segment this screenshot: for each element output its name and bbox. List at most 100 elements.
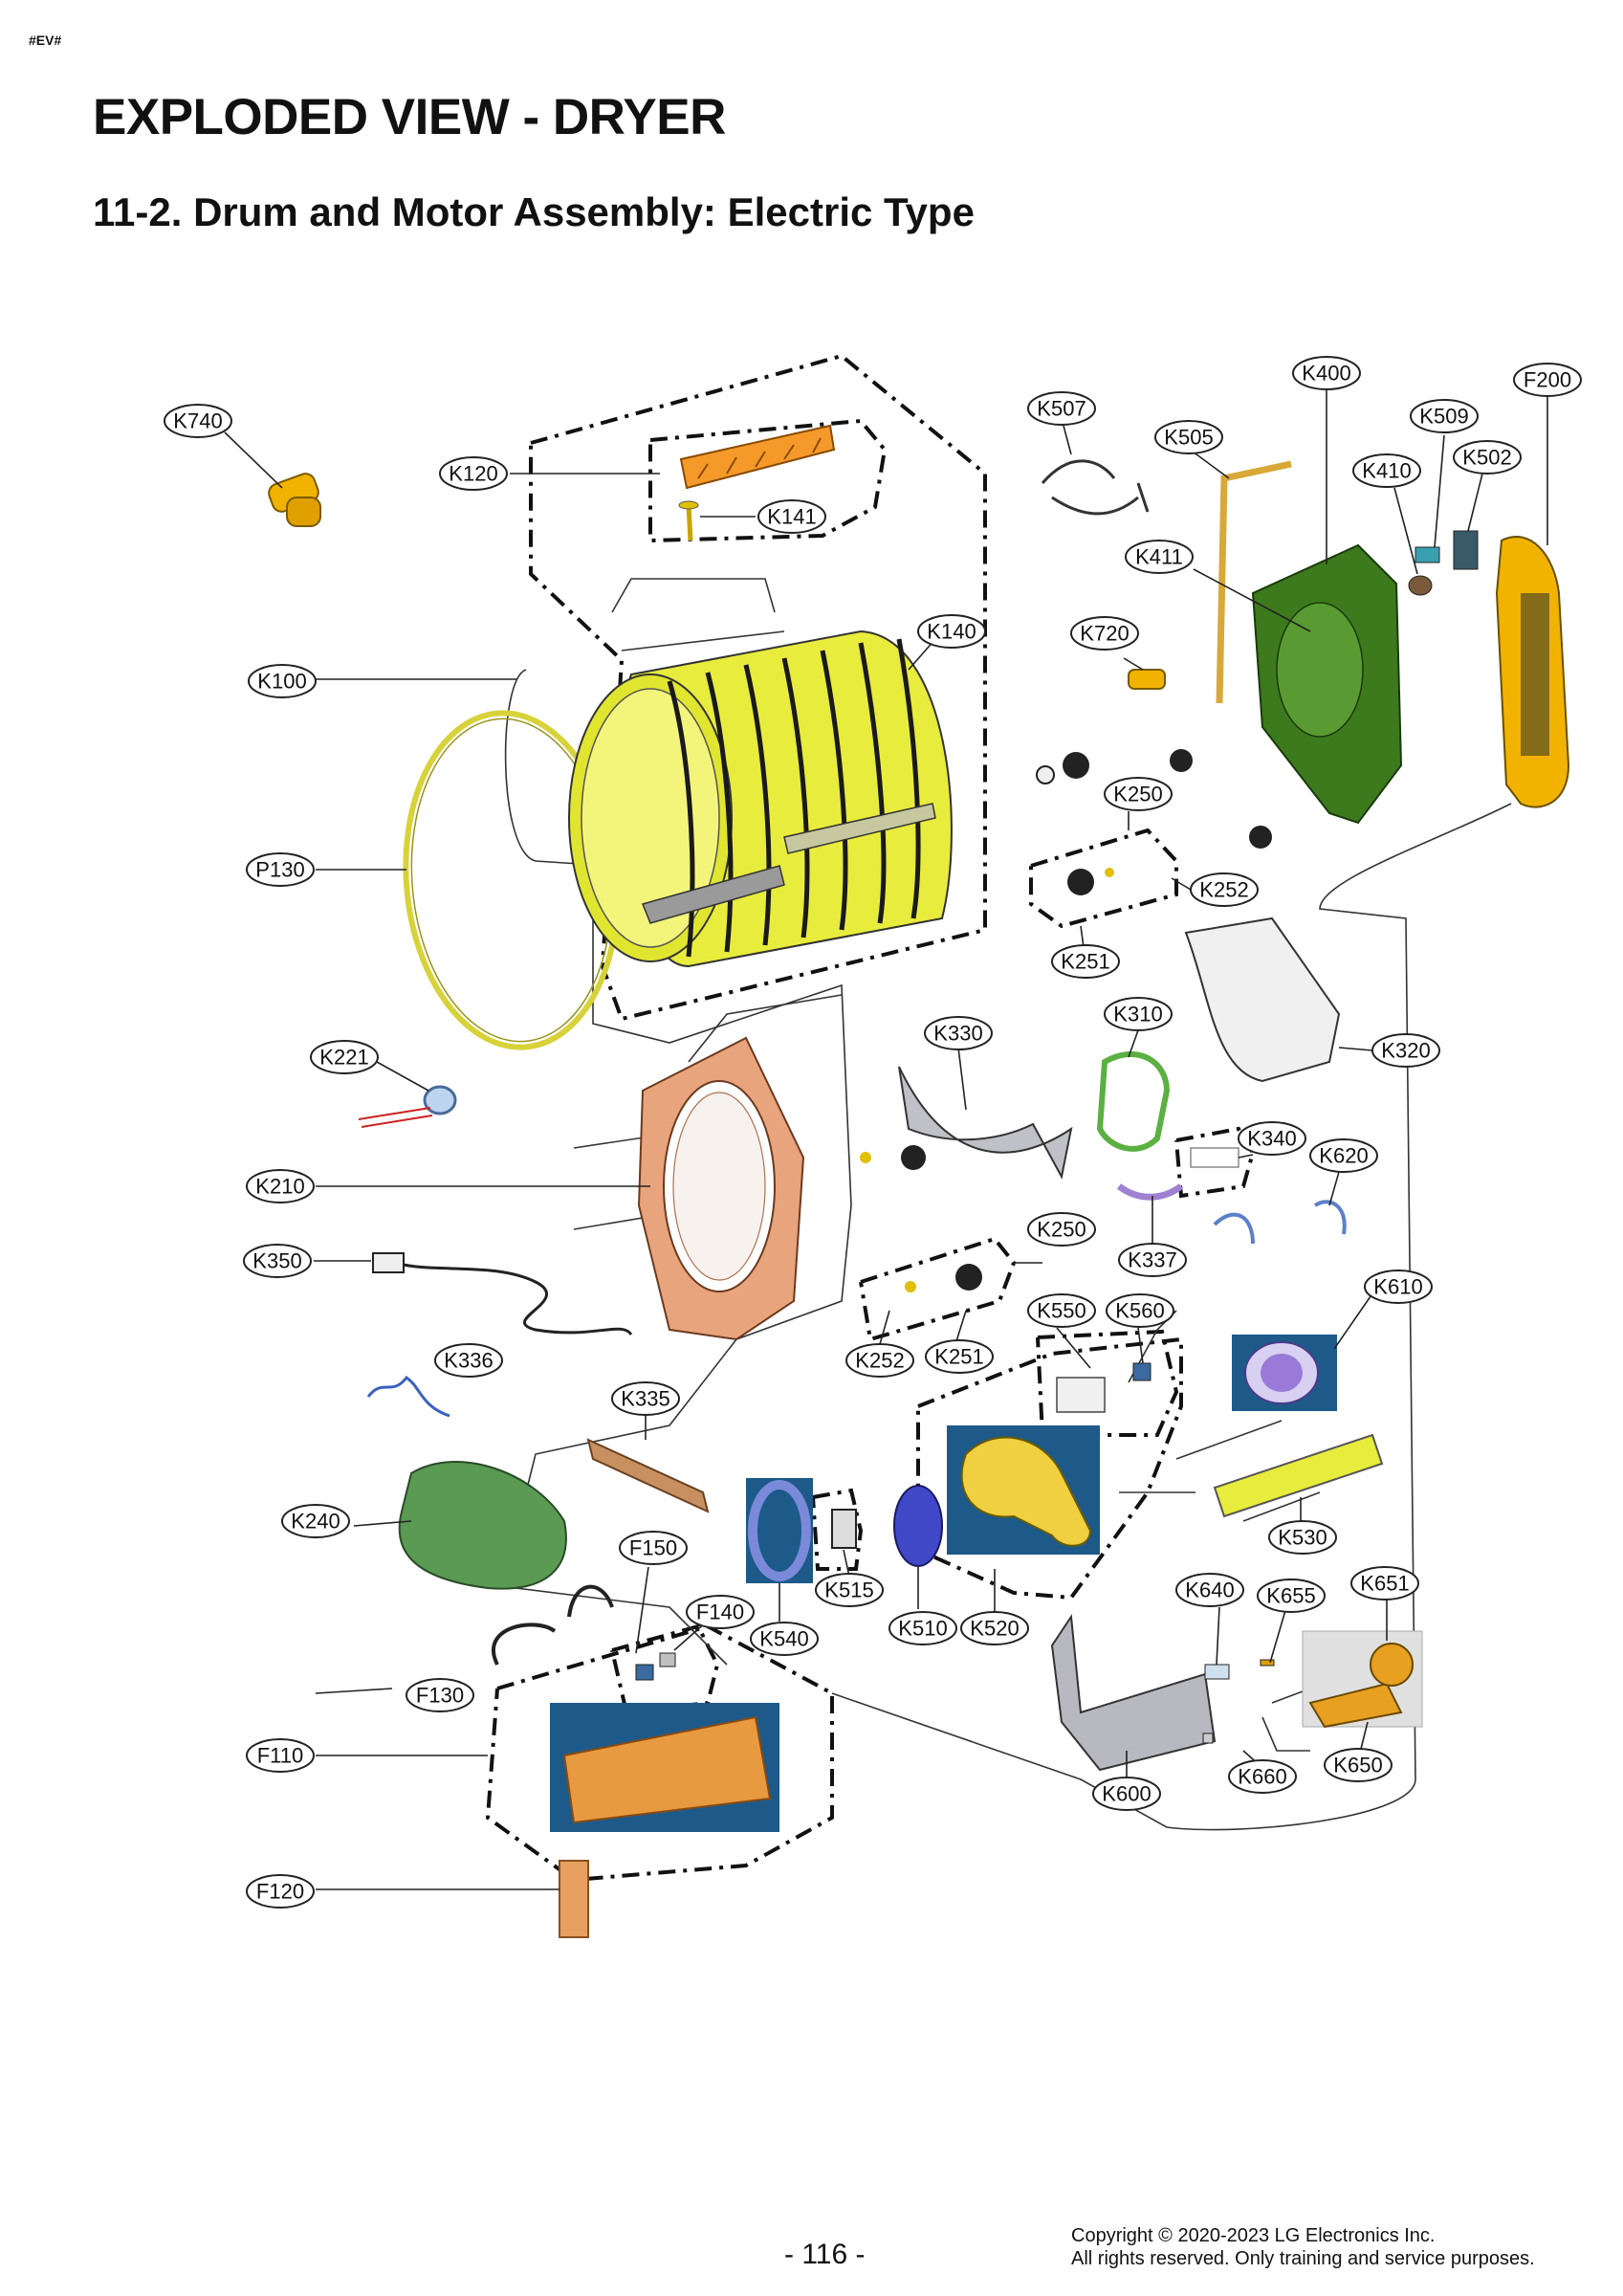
heater-bracket-part — [559, 1860, 589, 1938]
blower-washer-part — [831, 1509, 857, 1549]
heater-assembly-boundary — [485, 1623, 834, 1883]
callout-k251-upper: K251 — [1051, 944, 1120, 979]
callout-k100: K100 — [248, 664, 317, 698]
thermistor-part — [1415, 546, 1440, 563]
front-duct-part — [398, 1461, 567, 1590]
sensor-part — [1408, 575, 1433, 596]
callout-label: K507 — [1037, 397, 1086, 421]
callout-k350: K350 — [243, 1244, 312, 1278]
idler-spring-part — [1202, 1733, 1214, 1744]
callout-label: K560 — [1115, 1299, 1164, 1323]
callout-k509: K509 — [1410, 399, 1479, 433]
leader-lines — [224, 387, 1548, 1890]
callout-label: F200 — [1524, 368, 1571, 392]
callout-label: K140 — [927, 620, 976, 644]
callout-label: K520 — [970, 1617, 1019, 1641]
copyright-notice: Copyright © 2020-2023 LG Electronics Inc… — [1071, 2224, 1535, 2270]
motor-base-part — [1050, 1614, 1217, 1772]
callout-label: K350 — [252, 1249, 301, 1273]
callout-f110: F110 — [246, 1738, 315, 1773]
callout-label: K330 — [933, 1022, 982, 1046]
callout-k240: K240 — [281, 1504, 350, 1538]
blower-wheel-part — [893, 1485, 943, 1567]
callout-label: K411 — [1135, 545, 1183, 569]
exhaust-duct-part — [1495, 536, 1570, 808]
spring-part — [366, 1375, 450, 1418]
callout-k250-lower: K250 — [1027, 1212, 1096, 1247]
routing-lines — [504, 578, 1512, 1831]
callout-k221: K221 — [310, 1040, 379, 1074]
callout-label: K610 — [1373, 1275, 1422, 1299]
callout-label: K337 — [1128, 1248, 1176, 1272]
lint-guide-part — [586, 1438, 710, 1513]
callout-label: K252 — [855, 1349, 904, 1373]
callout-k410: K410 — [1352, 453, 1421, 488]
callout-k310: K310 — [1104, 997, 1173, 1031]
callout-label: K120 — [449, 462, 497, 486]
callout-k507: K507 — [1027, 391, 1096, 426]
callout-label: K251 — [934, 1345, 983, 1369]
wire-harness-part — [372, 1252, 633, 1336]
blower-seal-part — [746, 1478, 813, 1583]
filter-ring-boundary — [811, 1488, 864, 1571]
callout-label: K650 — [1333, 1754, 1382, 1777]
callout-label: K655 — [1266, 1584, 1315, 1608]
idler-assembly-part — [1302, 1630, 1423, 1729]
drum-part — [568, 629, 953, 968]
thermostat-part — [635, 1664, 654, 1681]
callout-f130: F130 — [406, 1678, 474, 1712]
callout-k252-lower: K252 — [845, 1343, 914, 1378]
callout-f120: F120 — [246, 1874, 315, 1909]
filter-handle-part — [1116, 1183, 1184, 1201]
page-number: - 116 - — [784, 2239, 866, 2270]
callout-k141: K141 — [757, 499, 826, 534]
roller-kit-upper-boundary — [1029, 828, 1178, 929]
callout-k400: K400 — [1292, 356, 1361, 390]
callout-label: K530 — [1278, 1526, 1327, 1550]
copyright-line: Copyright © 2020-2023 LG Electronics Inc… — [1071, 2225, 1436, 2246]
callout-k540: K540 — [750, 1622, 819, 1656]
callout-label: K515 — [824, 1578, 873, 1602]
blower-housing-part — [947, 1425, 1100, 1555]
callout-label: K310 — [1113, 1003, 1162, 1027]
callout-k650: K650 — [1324, 1748, 1393, 1782]
blower-assembly-boundary — [916, 1336, 1183, 1601]
screw-part — [678, 500, 699, 541]
callout-label: K221 — [319, 1046, 368, 1070]
callout-k520: K520 — [960, 1611, 1029, 1645]
callout-k210: K210 — [246, 1169, 315, 1203]
callout-f200: F200 — [1513, 363, 1582, 397]
callout-label: K251 — [1061, 950, 1109, 974]
heater-harness-part — [492, 1584, 614, 1666]
y-connector-part — [268, 473, 321, 527]
callout-k330: K330 — [924, 1016, 993, 1050]
moisture-sensor-part — [1453, 530, 1479, 570]
callout-k340: K340 — [1238, 1121, 1306, 1156]
callout-k740: K740 — [164, 404, 232, 438]
callout-k320: K320 — [1371, 1033, 1440, 1068]
callout-k720: K720 — [1070, 616, 1139, 651]
rear-bulkhead-part — [1251, 543, 1403, 825]
callout-f150: F150 — [619, 1531, 688, 1565]
thermal-fuse-part — [659, 1652, 676, 1667]
callout-label: K210 — [255, 1175, 304, 1199]
page-title: EXPLODED VIEW - DRYER — [93, 89, 726, 145]
blower-shaft-tube-part — [1213, 1433, 1384, 1518]
callout-label: K620 — [1319, 1144, 1368, 1168]
filter-cover-part — [1190, 1147, 1239, 1168]
drum-baffle-boundary — [648, 418, 888, 543]
callout-k600: K600 — [1092, 1777, 1161, 1811]
callout-k660: K660 — [1228, 1759, 1297, 1794]
callout-label: K600 — [1102, 1782, 1151, 1806]
idler-pin-part — [1260, 1659, 1275, 1667]
roller-kit-lower-boundary — [859, 1236, 1017, 1342]
callout-label: K651 — [1360, 1572, 1409, 1596]
wire-clamp-part — [1041, 459, 1150, 516]
callout-k610: K610 — [1364, 1269, 1433, 1304]
callout-label: K320 — [1381, 1039, 1430, 1063]
switch-part — [1132, 1362, 1151, 1381]
callout-k515: K515 — [815, 1573, 884, 1607]
callout-k252-upper: K252 — [1190, 872, 1259, 907]
callout-label: F140 — [696, 1601, 744, 1624]
